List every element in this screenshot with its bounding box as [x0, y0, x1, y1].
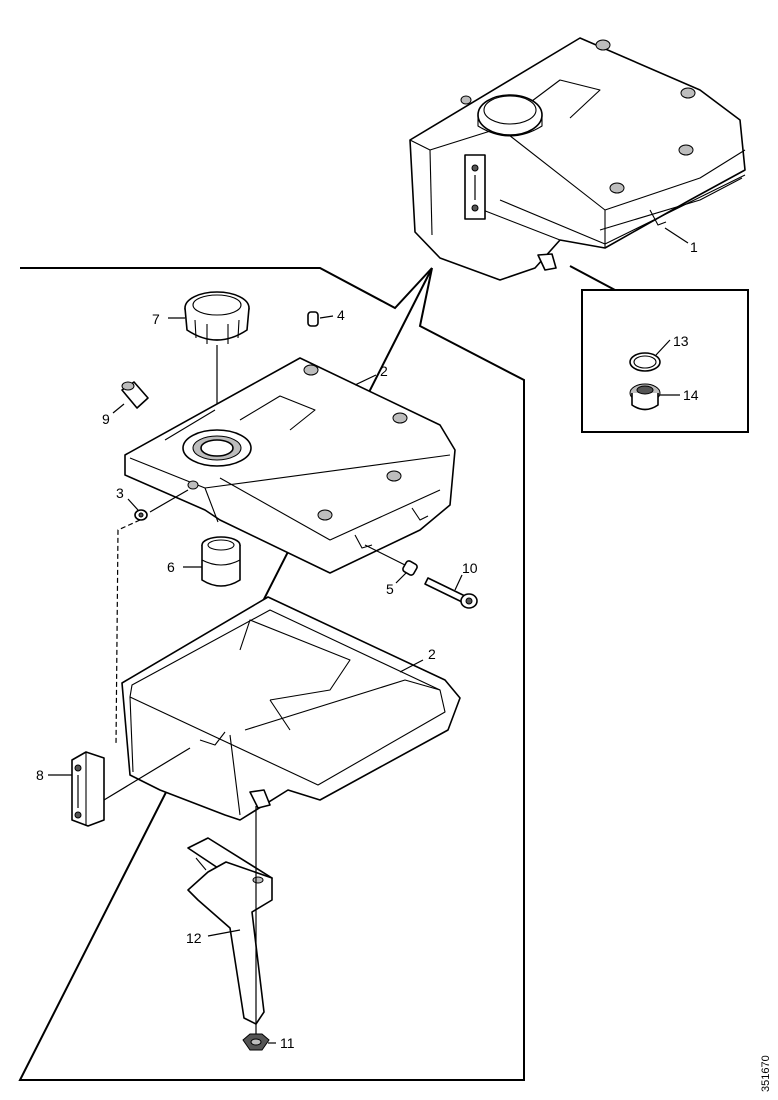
lower-reservoir-half-2 [121, 596, 461, 821]
callout-11: 11 [280, 1035, 295, 1051]
callout-2-lower: 2 [428, 646, 436, 662]
spacer-5-line [364, 544, 406, 566]
callout-2-upper: 2 [380, 363, 388, 379]
callout-9: 9 [102, 411, 110, 427]
callout-6: 6 [167, 559, 175, 575]
callout-7: 7 [152, 311, 160, 327]
callout-12: 12 [186, 930, 202, 946]
seal-detail-frame [569, 265, 749, 433]
bolt-10 [424, 577, 478, 609]
drain-plug-14 [629, 383, 661, 411]
nut-3 [134, 509, 148, 521]
spacer-5 [402, 560, 418, 576]
figure-id: 351670 [760, 1055, 772, 1092]
nut-11 [242, 1033, 270, 1051]
nut-3-line [149, 489, 189, 513]
sight-gauge-8 [71, 751, 105, 827]
filler-cap-7 [184, 291, 250, 344]
gauge-assembly-line [103, 747, 191, 801]
main-detail-frame [18, 267, 525, 1081]
callout-4: 4 [337, 307, 345, 323]
callout-3: 3 [116, 485, 124, 501]
fitting-9 [121, 381, 149, 409]
assembled-reservoir-tank [409, 37, 746, 281]
leader-lines [48, 227, 689, 1044]
callout-5: 5 [386, 581, 394, 597]
callout-1: 1 [690, 239, 698, 255]
callout-8: 8 [36, 767, 44, 783]
callout-14: 14 [683, 387, 699, 403]
callout-13: 13 [673, 333, 689, 349]
o-ring-13 [629, 352, 661, 372]
callout-10: 10 [462, 560, 478, 576]
gauge-dashed-line [115, 519, 141, 746]
upper-reservoir-half-2 [124, 357, 456, 574]
mounting-bracket-12 [187, 837, 273, 1025]
outlet-fitting-6 [201, 536, 241, 587]
plug-4 [307, 311, 319, 327]
